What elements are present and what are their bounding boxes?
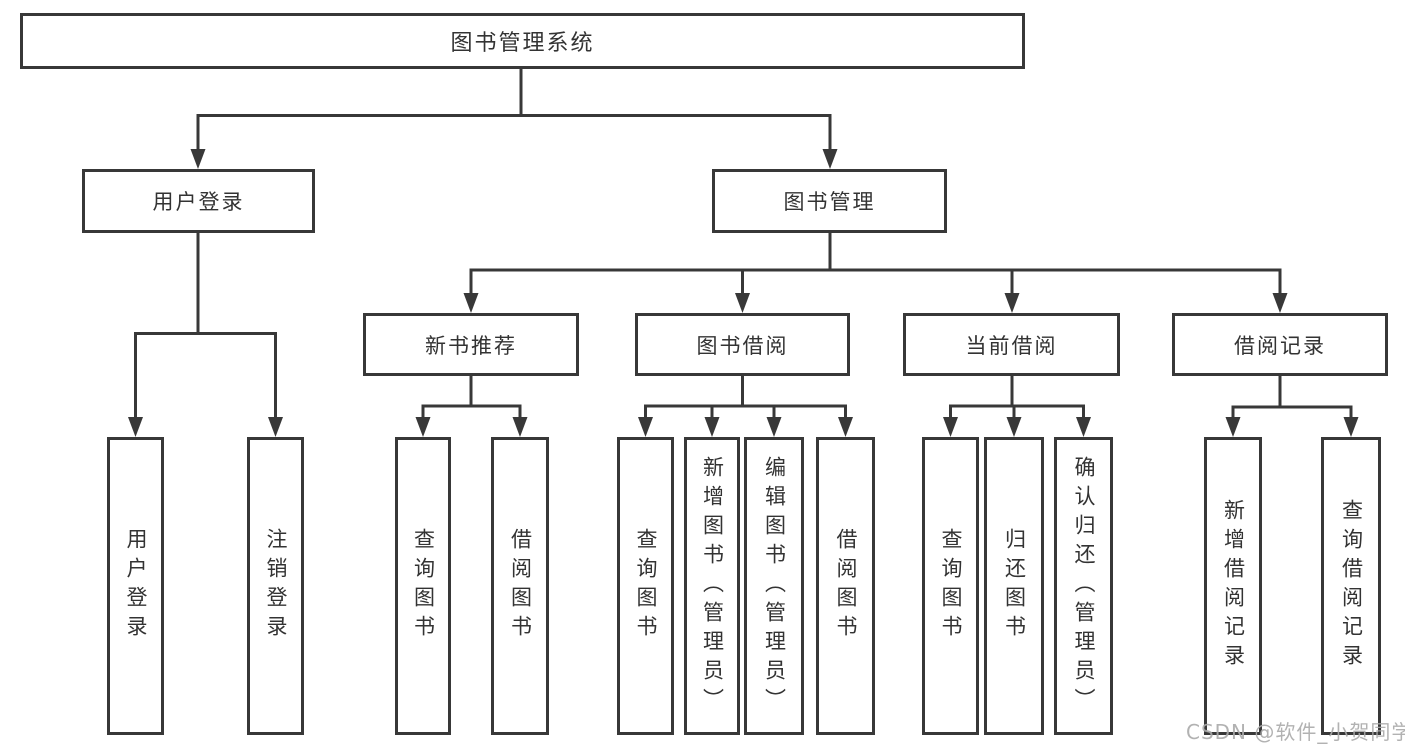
leaf-logout: 注销登录: [247, 437, 304, 735]
node-label: 图书管理: [783, 190, 876, 214]
connector-user-login-split: [134, 233, 277, 419]
node-label: 查询图书: [634, 528, 658, 644]
node-label: 查询图书: [939, 528, 963, 644]
leaf-confirm-return-admin: 确认归还（管理员）: [1054, 437, 1113, 735]
node-library-management-system: 图书管理系统: [20, 13, 1025, 69]
leaf-query-borrow-record: 查询借阅记录: [1321, 437, 1381, 735]
node-book-borrowing: 图书借阅: [635, 313, 850, 376]
leaf-return-books: 归还图书: [984, 437, 1044, 735]
node-label: 借阅图书: [508, 528, 533, 644]
leaf-user-login: 用户登录: [107, 437, 164, 735]
leaf-add-books-admin: 新增图书（管理员）: [684, 437, 740, 735]
node-current-borrowing: 当前借阅: [903, 313, 1120, 376]
node-label: 查询图书: [411, 528, 436, 644]
connector-root-split: [196, 69, 832, 152]
leaf-query-books-recommend: 查询图书: [395, 437, 451, 735]
csdn-watermark: CSDN @软件_小贺同学: [1186, 720, 1405, 744]
connector-new-book-split: [421, 376, 522, 419]
leaf-borrow-books-recommend: 借阅图书: [491, 437, 549, 735]
connector-current-borrow-split: [949, 376, 1085, 419]
leaf-borrow-books: 借阅图书: [816, 437, 875, 735]
connector-book-borrow-split: [644, 376, 847, 419]
node-label: 归还图书: [1002, 528, 1027, 644]
node-label: 用户登录: [124, 528, 148, 644]
connector-book-management-split: [469, 233, 1282, 295]
node-book-management: 图书管理: [712, 169, 947, 233]
node-label: 注销登录: [264, 528, 288, 644]
node-label: 借阅图书: [834, 528, 858, 644]
node-new-book-recommendation: 新书推荐: [363, 313, 579, 376]
node-label: 新增借阅记录: [1221, 499, 1246, 673]
node-borrowing-records: 借阅记录: [1172, 313, 1388, 376]
node-label: 当前借阅: [965, 333, 1058, 358]
node-label: 查询借阅记录: [1339, 499, 1364, 673]
node-label: 图书借阅: [696, 333, 789, 358]
leaf-edit-books-admin: 编辑图书（管理员）: [744, 437, 804, 735]
node-label: 新书推荐: [425, 333, 517, 358]
arrowhead-group: [128, 149, 1359, 437]
node-label: 借阅记录: [1234, 333, 1326, 358]
node-label: 新增图书（管理员）: [700, 455, 725, 717]
connector-borrow-records-split: [1231, 376, 1353, 419]
leaf-query-books-current: 查询图书: [922, 437, 979, 735]
leaf-query-books-borrow: 查询图书: [617, 437, 674, 735]
node-label: 编辑图书（管理员）: [762, 455, 787, 717]
node-label: 用户登录: [152, 190, 245, 214]
node-label: 确认归还（管理员）: [1072, 455, 1096, 717]
node-label: 图书管理系统: [450, 31, 595, 56]
node-user-login: 用户登录: [82, 169, 315, 233]
leaf-add-borrow-record: 新增借阅记录: [1204, 437, 1262, 735]
